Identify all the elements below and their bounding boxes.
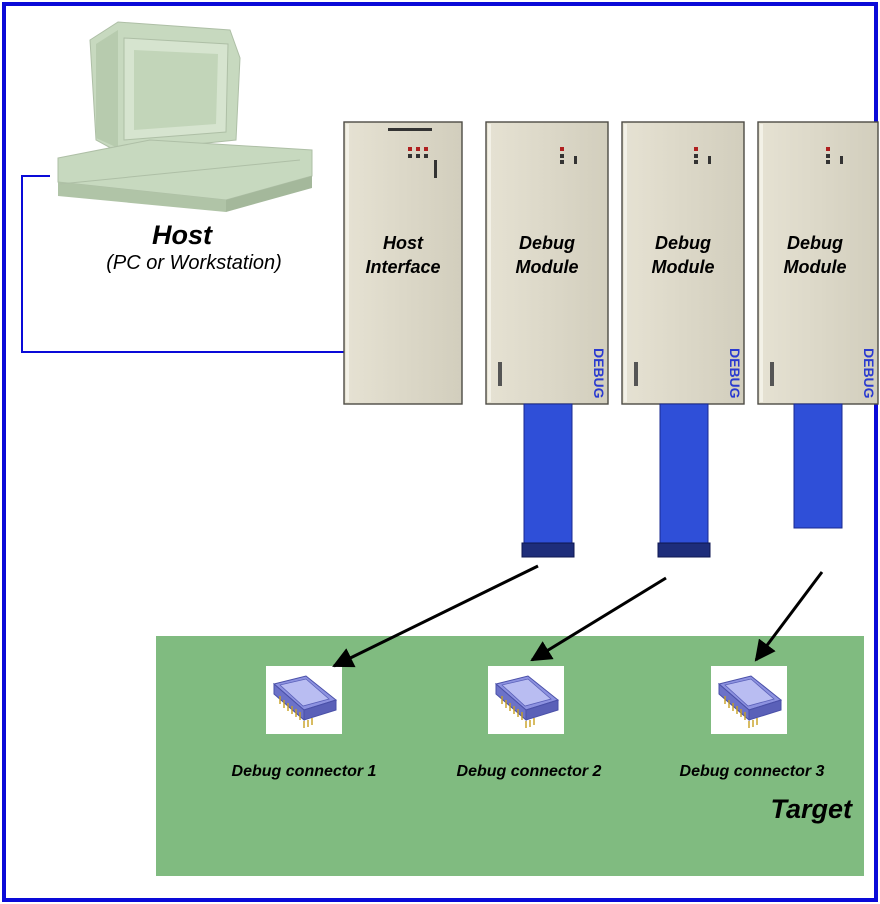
host-interface-label-line2: Interface <box>365 257 440 277</box>
host-title: Host <box>152 220 213 250</box>
status-led-icon <box>560 147 577 164</box>
debug-connector-3-icon <box>710 665 788 735</box>
debug-module-3-side-label: DEBUG <box>861 348 877 399</box>
ribbon-cable-2 <box>657 403 711 558</box>
host-interface-label-line1: Host <box>383 233 424 253</box>
status-led-icon <box>408 147 437 178</box>
debug-connector-1-icon <box>265 665 343 735</box>
debug-module-1: DEBUG <box>485 121 609 405</box>
debug-module-2-label-line1: Debug <box>655 233 711 253</box>
ribbon-cable-3 <box>793 403 843 529</box>
debug-connector-3-label: Debug connector 3 <box>680 763 825 780</box>
debug-connector-1-label: Debug connector 1 <box>232 763 377 780</box>
host-cable <box>21 175 344 353</box>
status-led-icon <box>694 147 711 164</box>
ribbon-cable-1 <box>521 403 575 558</box>
arrow-to-connector-2 <box>530 576 667 662</box>
debug-module-2: DEBUG <box>621 121 745 405</box>
host-subtitle: (PC or Workstation) <box>106 252 282 274</box>
arrow-to-connector-3 <box>754 571 824 662</box>
debug-module-2-side-label: DEBUG <box>727 348 743 399</box>
debug-module-1-label-line1: Debug <box>519 233 575 253</box>
arrow-to-connector-1 <box>332 564 539 668</box>
debug-module-1-label-line2: Module <box>516 257 579 277</box>
debug-module-2-label-line2: Module <box>652 257 715 277</box>
debug-module-3-label-line1: Debug <box>787 233 843 253</box>
status-led-icon <box>826 147 843 164</box>
host-computer-icon <box>57 21 313 212</box>
debug-module-3-label-line2: Module <box>784 257 847 277</box>
debug-module-3: DEBUG <box>757 121 879 405</box>
target-label: Target <box>770 794 853 824</box>
debug-module-1-side-label: DEBUG <box>591 348 607 399</box>
debug-connector-2-icon <box>487 665 565 735</box>
debug-connector-2-label: Debug connector 2 <box>457 763 602 780</box>
host-interface-module <box>343 121 463 405</box>
